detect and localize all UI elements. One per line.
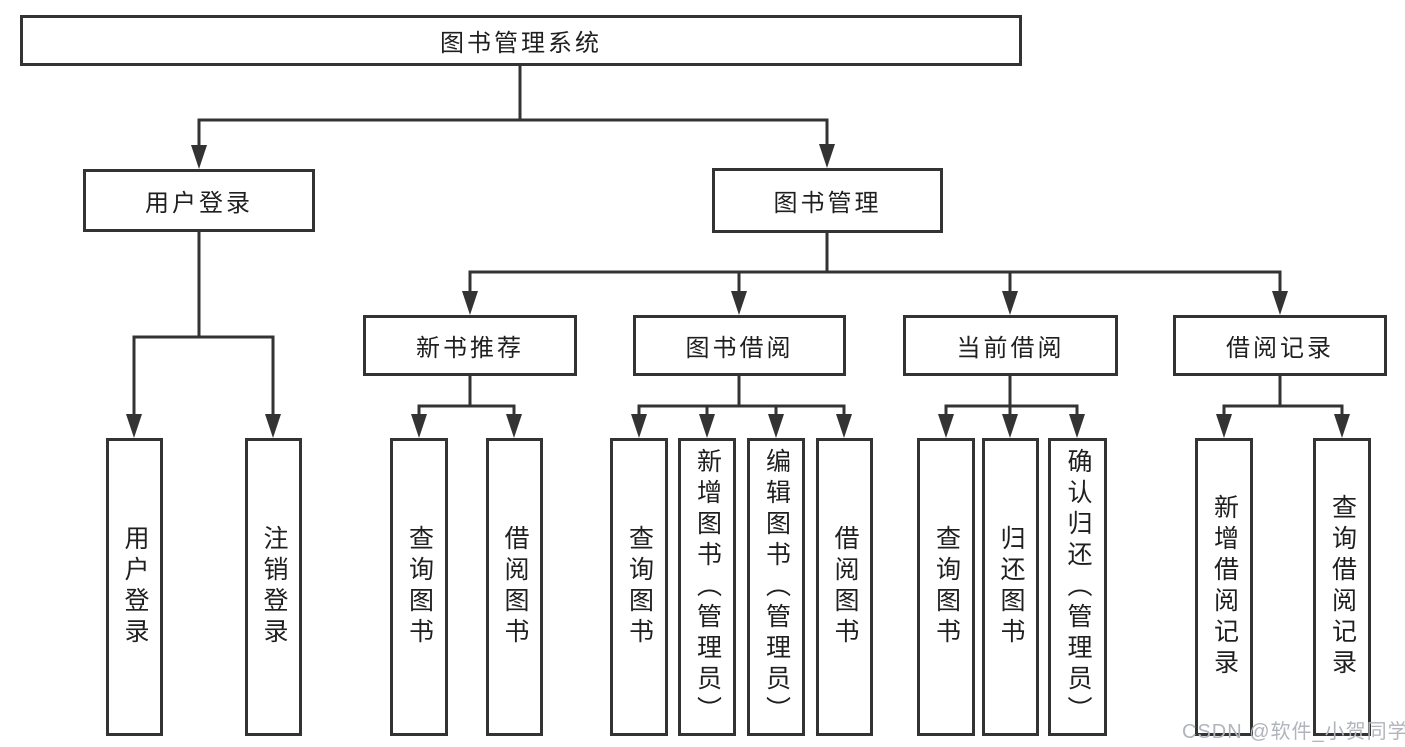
- node-query-books-recommend: 查询图书: [390, 438, 448, 736]
- node-return-books: 归还图书: [982, 438, 1039, 736]
- node-add-borrow-record-label: 新增借阅记录: [1210, 494, 1239, 680]
- node-book-borrow-label: 图书借阅: [685, 335, 794, 362]
- node-add-borrow-record: 新增借阅记录: [1195, 438, 1253, 736]
- node-user-login-group: 用户登录: [83, 169, 315, 232]
- node-user-login: 用户登录: [106, 438, 163, 736]
- node-current-borrow-label: 当前借阅: [956, 335, 1065, 362]
- node-current-borrow: 当前借阅: [903, 315, 1118, 376]
- node-query-books-current: 查询图书: [917, 438, 975, 736]
- node-query-borrow-record-label: 查询借阅记录: [1328, 494, 1357, 680]
- node-user-login-label: 用户登录: [121, 525, 149, 649]
- node-borrow-books-recommend-label: 借阅图书: [501, 525, 529, 649]
- watermark-text: CSDN @软件_小贺同学: [1182, 721, 1405, 743]
- node-user-login-group-label: 用户登录: [145, 190, 253, 217]
- node-book-management: 图书管理: [712, 168, 943, 233]
- node-confirm-return-admin-label: 确认归还（管理员）: [1064, 447, 1092, 727]
- node-borrow-books-recommend: 借阅图书: [486, 438, 543, 736]
- node-add-books-admin: 新增图书（管理员）: [678, 438, 736, 736]
- node-add-books-admin-label: 新增图书（管理员）: [693, 447, 722, 727]
- node-edit-books-admin-label: 编辑图书（管理员）: [762, 447, 791, 727]
- node-borrow-records: 借阅记录: [1173, 315, 1387, 376]
- node-return-books-label: 归还图书: [997, 525, 1025, 649]
- node-query-books-current-label: 查询图书: [932, 525, 961, 649]
- node-borrow-records-label: 借阅记录: [1226, 335, 1334, 362]
- node-query-borrow-record: 查询借阅记录: [1313, 438, 1371, 736]
- node-new-book-recommend-label: 新书推荐: [416, 335, 524, 362]
- node-logout-login-label: 注销登录: [260, 525, 288, 649]
- node-logout-login: 注销登录: [245, 438, 302, 736]
- node-book-borrow: 图书借阅: [633, 315, 846, 376]
- node-edit-books-admin: 编辑图书（管理员）: [747, 438, 805, 736]
- node-new-book-recommend: 新书推荐: [363, 315, 577, 376]
- node-query-books-borrow: 查询图书: [610, 438, 668, 736]
- node-query-books-borrow-label: 查询图书: [625, 525, 654, 649]
- node-book-management-label: 图书管理: [773, 190, 882, 217]
- node-borrow-books-borrow: 借阅图书: [816, 438, 873, 736]
- node-confirm-return-admin: 确认归还（管理员）: [1048, 438, 1107, 736]
- node-query-books-recommend-label: 查询图书: [405, 525, 434, 649]
- node-root-label: 图书管理系统: [440, 30, 602, 57]
- node-borrow-books-borrow-label: 借阅图书: [831, 525, 859, 649]
- node-root: 图书管理系统: [20, 15, 1022, 66]
